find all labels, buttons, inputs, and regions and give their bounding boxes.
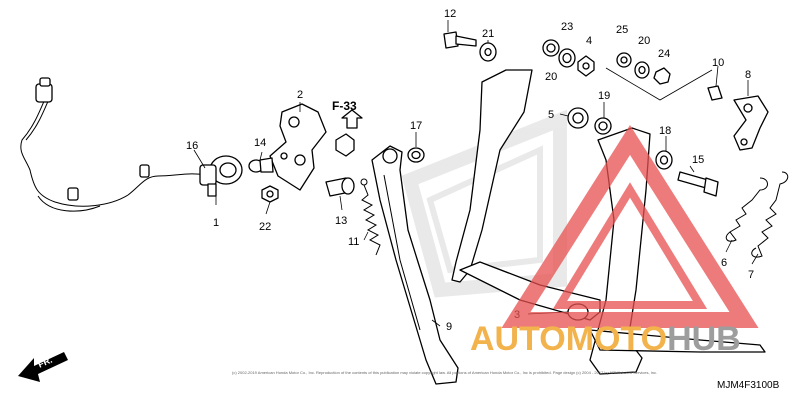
callout-4: 4 xyxy=(586,35,592,47)
side-stand-switch-harness xyxy=(20,77,243,212)
callout-7: 7 xyxy=(748,269,754,281)
callout-18: 18 xyxy=(659,125,671,137)
spring-7 xyxy=(751,171,789,258)
callout-16: 16 xyxy=(186,140,198,152)
callout-23: 23 xyxy=(561,21,573,33)
washers-20-23-4 xyxy=(542,39,595,77)
watermark-text: AUTOMOTOHUB xyxy=(470,320,741,358)
automotohub-watermark: AUTOMOTOHUB xyxy=(470,125,759,358)
callout-14: 14 xyxy=(254,137,266,149)
washer-19 xyxy=(594,117,612,135)
callout-10: 10 xyxy=(712,57,724,69)
callout-20-b: 20 xyxy=(638,35,650,47)
callout-2: 2 xyxy=(297,89,303,101)
nut-22 xyxy=(261,185,279,203)
callout-labels: 1 2 3 4 5 6 7 8 9 10 11 12 13 14 15 16 1… xyxy=(186,8,754,333)
callout-19: 19 xyxy=(598,90,610,102)
bolt-14 xyxy=(248,157,274,173)
callout-17: 17 xyxy=(410,120,422,132)
callout-15: 15 xyxy=(692,154,704,166)
side-stand-9 xyxy=(371,145,459,385)
copyright-text: (c) 2002-2019 American Honda Motor Co., … xyxy=(232,370,657,375)
washers-25-20-24 xyxy=(605,52,713,101)
callout-11: 11 xyxy=(348,236,359,248)
nut-17 xyxy=(407,147,425,163)
spring-6 xyxy=(725,177,768,242)
bolt-12 xyxy=(443,31,477,49)
callout-24: 24 xyxy=(658,48,670,60)
callout-13: 13 xyxy=(335,215,347,227)
callout-12: 12 xyxy=(444,8,456,20)
callout-20-a: 20 xyxy=(545,71,557,83)
bolt-15 xyxy=(677,171,719,197)
reference-f33 xyxy=(335,109,363,157)
callout-6: 6 xyxy=(721,257,727,269)
stand-bracket xyxy=(269,103,327,191)
diagram-code: MJM4F3100B xyxy=(717,380,780,391)
spring-11 xyxy=(360,178,381,256)
callout-22: 22 xyxy=(259,221,271,233)
bolt-10 xyxy=(707,85,723,101)
front-direction-arrow: FR. xyxy=(18,352,68,382)
callout-9: 9 xyxy=(446,321,452,333)
washer-18 xyxy=(655,150,673,170)
plate-8 xyxy=(733,95,769,151)
bolt-13 xyxy=(325,177,355,197)
bushing-5 xyxy=(567,107,589,129)
callout-25: 25 xyxy=(616,24,628,36)
background-wing-watermark xyxy=(401,109,567,298)
callout-1: 1 xyxy=(213,217,219,229)
callout-21: 21 xyxy=(482,28,494,40)
callout-8: 8 xyxy=(745,69,751,81)
reference-label: F-33 xyxy=(332,99,357,113)
callout-5: 5 xyxy=(548,109,554,121)
watermark-text-part2: HUB xyxy=(667,320,741,358)
watermark-text-part1: AUTOMOTO xyxy=(470,320,667,358)
warning-triangle-logo xyxy=(501,125,759,328)
leader-lines xyxy=(193,20,759,327)
washer-21 xyxy=(479,42,497,62)
